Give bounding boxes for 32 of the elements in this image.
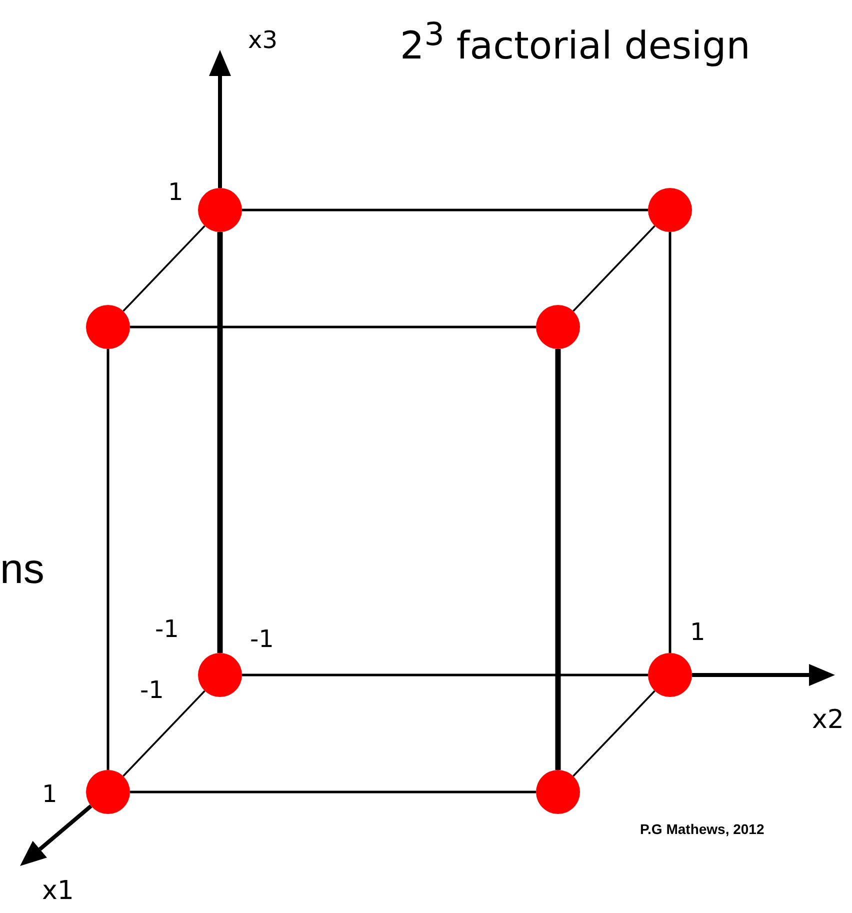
author-credit: P.G Mathews, 2012 [640, 822, 764, 836]
design-point [198, 653, 242, 697]
design-point [648, 188, 692, 232]
side-text: ns [0, 548, 44, 590]
cube-edge [555, 349, 561, 770]
design-point [86, 770, 130, 814]
tick-label: 1 [168, 180, 184, 204]
cube-edge [572, 225, 656, 312]
cube-edge [130, 326, 536, 328]
cube-edge [106, 349, 110, 770]
axis-label: x1 [42, 878, 74, 904]
cube-edge [122, 690, 206, 777]
cube-edge [242, 674, 648, 676]
cube-edge [122, 225, 206, 312]
cube-edge [242, 208, 648, 212]
tick-label: -1 [155, 617, 179, 641]
cube-edge [572, 690, 656, 777]
tick-label: -1 [140, 678, 164, 702]
tick-label: 1 [42, 782, 58, 806]
design-point [536, 305, 580, 349]
design-point [198, 188, 242, 232]
cube-edge [668, 232, 672, 653]
cube-edge [217, 232, 223, 653]
cube-edge [130, 790, 536, 794]
axis-label: x3 [248, 28, 278, 52]
design-point [86, 305, 130, 349]
title: 2$^{3}$ factorial design [400, 18, 750, 68]
design-point [648, 653, 692, 697]
design-point [536, 770, 580, 814]
tick-label: -1 [250, 627, 274, 651]
tick-label: 1 [690, 620, 706, 644]
axis-label: x2 [812, 707, 844, 733]
